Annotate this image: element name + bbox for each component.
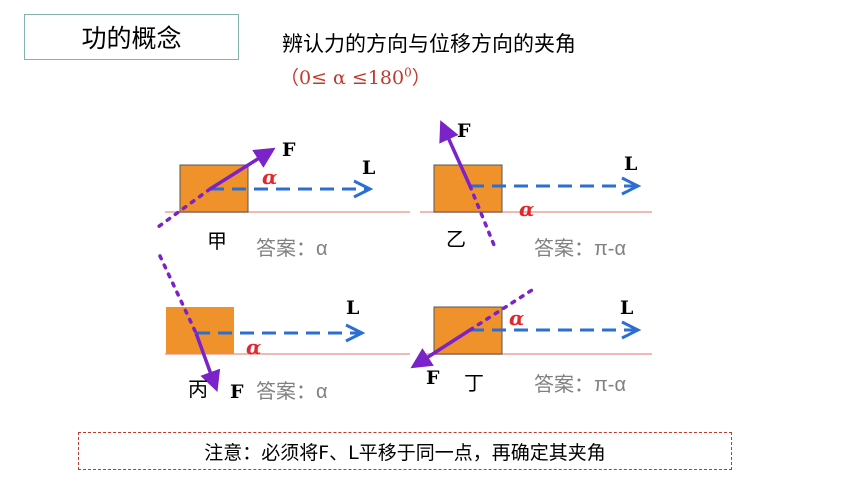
force-extension-ding xyxy=(468,288,534,332)
answer-jia: 答案：α xyxy=(256,237,328,260)
answer-yi: 答案：π-α xyxy=(534,237,626,260)
case-name-yi: 乙 xyxy=(446,227,466,251)
force-extension-yi xyxy=(468,184,498,252)
title-box: 功的概念 xyxy=(24,14,239,60)
force-extension-jia xyxy=(156,187,212,229)
displacement-arrow-yi xyxy=(470,176,642,196)
force-arrow-bing xyxy=(194,332,221,392)
angle-label-ding: α xyxy=(509,306,524,330)
range-text: （0≤ α ≤180 xyxy=(280,67,405,89)
force-label-ding: F xyxy=(426,367,440,389)
angle-range: （0≤ α ≤1800） xyxy=(280,63,431,90)
force-extension-jia-connector xyxy=(158,254,198,335)
force-label-bing: F xyxy=(230,381,244,403)
subtitle: 辨认力的方向与位移方向的夹角 xyxy=(282,32,576,56)
displacement-arrow-jia xyxy=(210,179,374,199)
displacement-arrow-ding xyxy=(470,320,642,340)
disp-label-yi: L xyxy=(624,153,637,175)
case-name-jia: 甲 xyxy=(207,229,227,253)
angle-label-yi: α xyxy=(519,197,534,221)
force-label-yi: F xyxy=(457,120,471,142)
case-name-ding: 丁 xyxy=(464,371,484,395)
disp-label-ding: L xyxy=(620,297,633,319)
note-box: 注意：必须将F、L平移于同一点，再确定其夹角 xyxy=(78,432,732,470)
answer-ding: 答案：π-α xyxy=(534,373,626,396)
block-yi xyxy=(433,164,503,213)
page-title: 功的概念 xyxy=(81,24,182,53)
disp-label-jia: L xyxy=(362,157,375,179)
displacement-arrow-bing xyxy=(196,323,366,343)
force-arrow-ding xyxy=(410,328,471,369)
force-arrow-yi xyxy=(439,120,472,187)
angle-label-jia: α xyxy=(262,165,277,189)
range-close: ） xyxy=(411,67,431,89)
angle-label-bing: α xyxy=(246,335,261,359)
force-label-jia: F xyxy=(282,139,296,161)
note-text: 注意：必须将F、L平移于同一点，再确定其夹角 xyxy=(204,441,606,464)
force-arrow-jia xyxy=(209,147,276,191)
answer-bing: 答案：α xyxy=(256,380,328,403)
range-sup: 0 xyxy=(404,65,412,80)
disp-label-bing: L xyxy=(346,297,359,319)
case-name-bing: 丙 xyxy=(188,377,208,401)
